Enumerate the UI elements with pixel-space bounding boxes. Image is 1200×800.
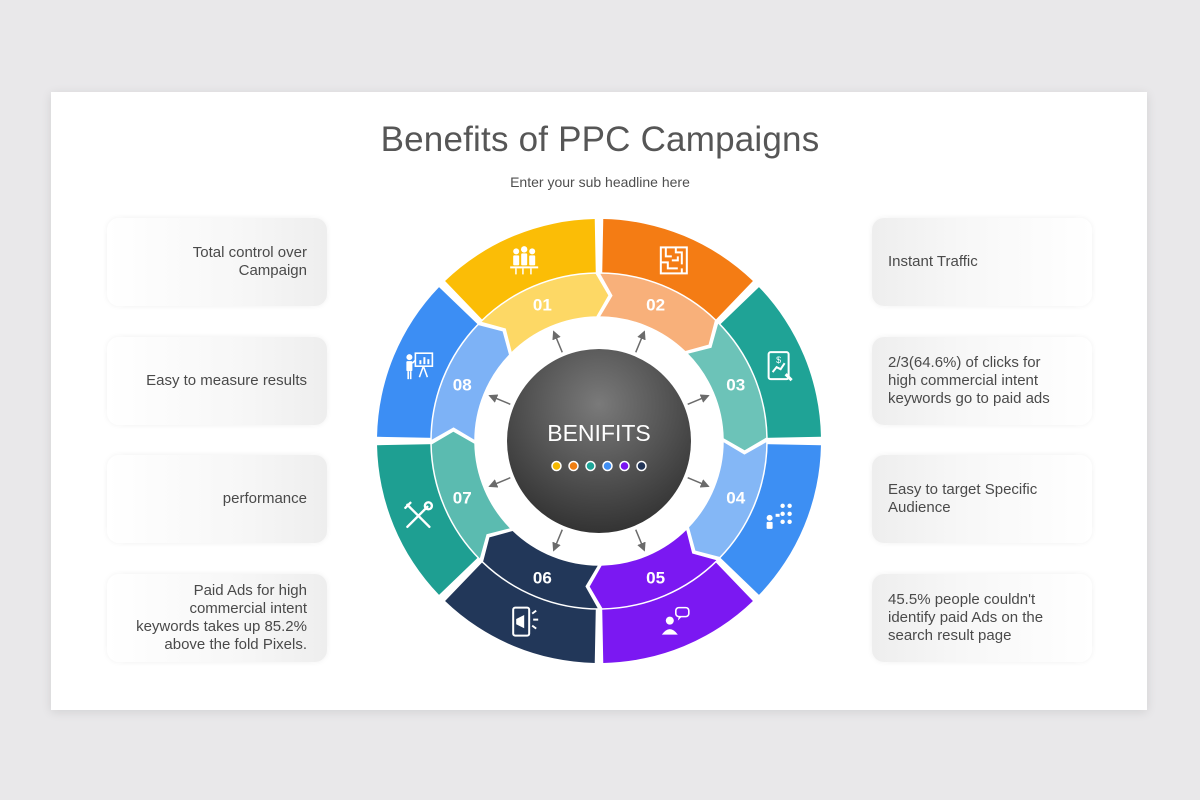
slide-title: Benefits of PPC Campaigns bbox=[380, 120, 820, 159]
segment-04-number: 04 bbox=[726, 489, 745, 508]
left-card-1-text: Total control over Campaign bbox=[192, 244, 307, 279]
svg-text:$: $ bbox=[776, 355, 781, 365]
spoke-arrow bbox=[488, 477, 511, 488]
spoke-arrow bbox=[488, 394, 511, 405]
spoke-arrow bbox=[635, 529, 646, 552]
tools-icon bbox=[404, 501, 434, 529]
right-card-3: Easy to target Specific Audience bbox=[872, 455, 1092, 543]
right-card-1-text: Instant Traffic bbox=[888, 253, 978, 270]
spoke-arrow bbox=[687, 477, 710, 488]
segment-02-inner-arrow bbox=[597, 272, 717, 353]
segment-numbers: 01 02 03 04 05 06 07 08 bbox=[453, 295, 746, 587]
center-dot bbox=[602, 460, 613, 472]
center-dot bbox=[568, 460, 579, 472]
segment-05-inner-arrow bbox=[587, 527, 720, 610]
center-dots bbox=[551, 460, 647, 472]
audience-icon bbox=[766, 503, 792, 529]
segment-01-inner-arrow bbox=[478, 272, 611, 355]
segment-04-inner-arrow bbox=[687, 439, 768, 559]
center-dot bbox=[585, 460, 596, 472]
center-dot bbox=[619, 460, 630, 472]
left-card-2: Easy to measure results bbox=[107, 337, 327, 425]
person-chat-icon bbox=[661, 606, 690, 635]
left-card-4: Paid Ads for high commercial intent keyw… bbox=[107, 574, 327, 662]
right-card-2: 2/3(64.6%) of clicks for high commercial… bbox=[872, 337, 1092, 425]
left-card-3: performance bbox=[107, 455, 327, 543]
presenter-board-icon bbox=[406, 352, 434, 380]
segment-03-number: 03 bbox=[726, 375, 745, 394]
left-card-1: Total control over Campaign bbox=[107, 218, 327, 306]
spoke-arrow bbox=[552, 529, 563, 552]
segment-06-inner-arrow bbox=[481, 529, 601, 610]
right-card-4-text: 45.5% people couldn't identify paid Ads … bbox=[888, 591, 1044, 644]
segment-02-number: 02 bbox=[646, 295, 665, 314]
center-dot bbox=[636, 460, 647, 472]
right-card-1: Instant Traffic bbox=[872, 218, 1092, 306]
segment-06-number: 06 bbox=[533, 569, 552, 588]
right-card-4: 45.5% people couldn't identify paid Ads … bbox=[872, 574, 1092, 662]
segment-03-inner-arrow bbox=[685, 320, 768, 453]
segment-06-outer bbox=[445, 559, 596, 663]
segment-01-number: 01 bbox=[533, 295, 552, 314]
left-card-3-text: performance bbox=[222, 490, 307, 507]
team-presentation-icon bbox=[510, 246, 539, 275]
center-label: BENIFITS bbox=[547, 420, 651, 446]
segment-icons: $ bbox=[404, 246, 793, 637]
spoke-arrow bbox=[552, 330, 563, 353]
spoke-arrow bbox=[635, 330, 646, 353]
left-card-4-text: Paid Ads for high commercial intent keyw… bbox=[136, 582, 307, 653]
center-dot bbox=[551, 460, 562, 472]
segment-02-outer bbox=[602, 219, 753, 323]
center-circle bbox=[507, 349, 691, 533]
phone-megaphone-icon bbox=[512, 606, 539, 637]
segment-01-outer bbox=[445, 219, 596, 323]
maze-icon bbox=[659, 246, 688, 275]
segment-05-number: 05 bbox=[646, 569, 665, 588]
segment-07-outer bbox=[377, 444, 481, 595]
tablet-chart-icon: $ bbox=[767, 351, 793, 382]
segment-07-number: 07 bbox=[453, 489, 472, 508]
segment-08-number: 08 bbox=[453, 375, 472, 394]
spoke-arrow bbox=[687, 394, 710, 405]
spoke-arrows bbox=[488, 330, 710, 552]
inner-ring bbox=[430, 272, 768, 610]
left-card-2-text: Easy to measure results bbox=[146, 372, 307, 389]
right-card-3-text: Easy to target Specific Audience bbox=[888, 481, 1038, 516]
slide-subtitle: Enter your sub headline here bbox=[510, 174, 690, 190]
segment-07-inner-arrow bbox=[430, 429, 513, 562]
segment-08-inner-arrow bbox=[430, 323, 511, 443]
segment-05-outer bbox=[602, 559, 753, 663]
right-card-2-text: 2/3(64.6%) of clicks for high commercial… bbox=[888, 354, 1050, 407]
